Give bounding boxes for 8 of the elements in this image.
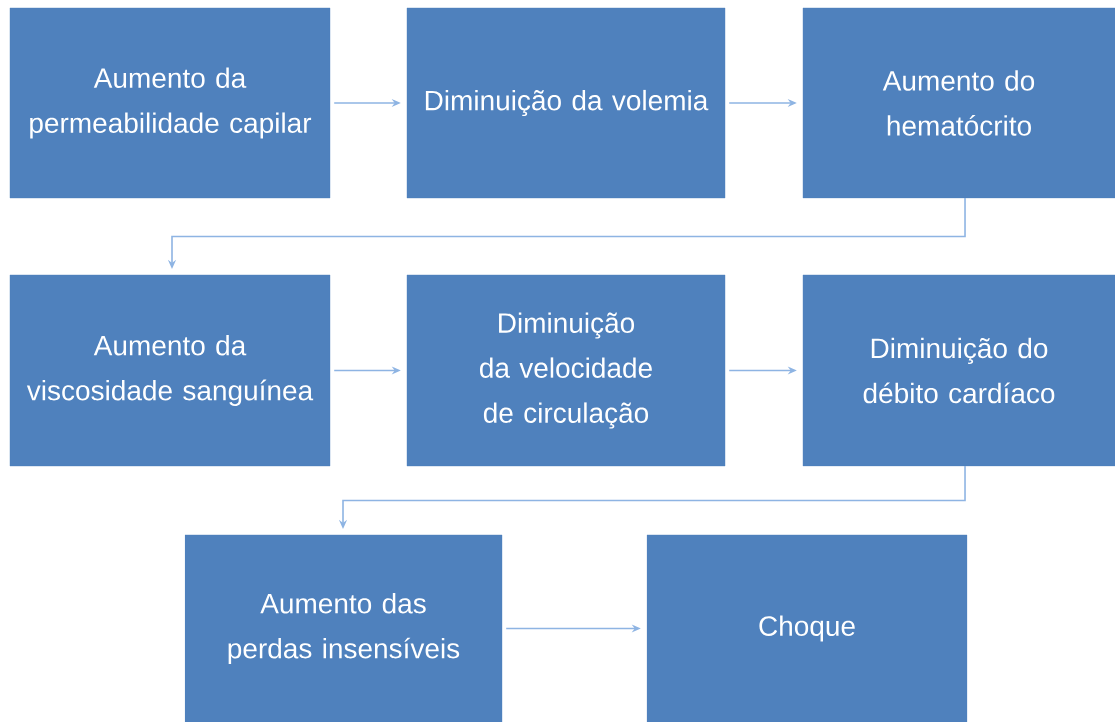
process-box: Diminuição do débito cardíaco <box>802 274 1115 467</box>
process-box: Aumento do hematócrito <box>802 7 1115 199</box>
process-box: Aumento das perdas insensíveis <box>184 534 503 722</box>
process-box: Diminuição da volemia <box>406 7 726 199</box>
process-box: Diminuição da velocidade de circulação <box>406 274 726 467</box>
process-box: Choque <box>646 534 968 722</box>
process-box: Aumento da viscosidade sanguínea <box>9 274 331 467</box>
process-box: Aumento da permeabilidade capilar <box>9 7 331 199</box>
